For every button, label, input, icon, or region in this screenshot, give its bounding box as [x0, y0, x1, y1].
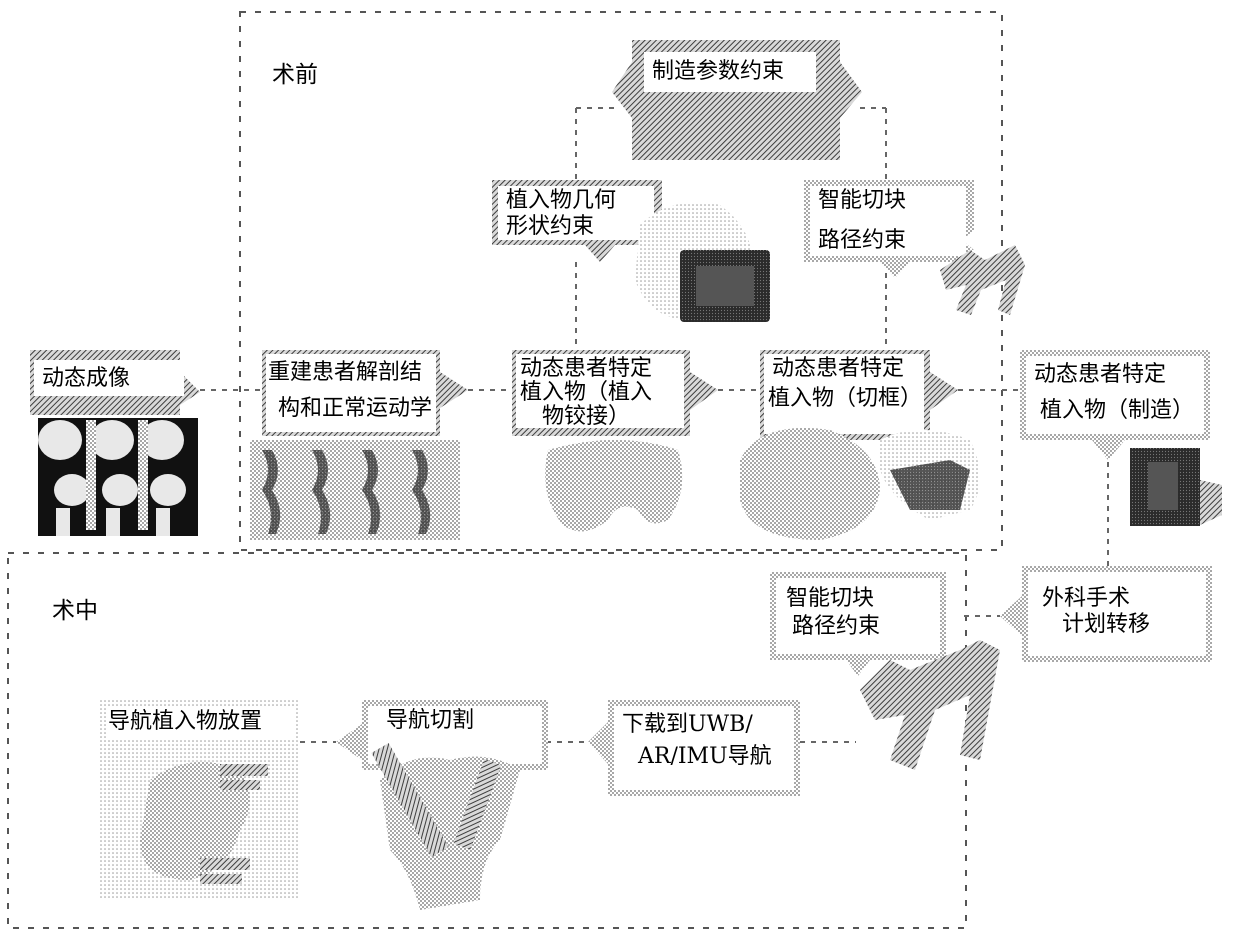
implant-geometry-image: [635, 203, 770, 323]
implant-mfg-label-1: 动态患者特定: [1034, 362, 1166, 388]
implant-mfg-label-2: 植入物（制造）: [1040, 398, 1194, 424]
cut-box-implant-image: [740, 428, 980, 540]
smart-block-top-label-1: 智能切块: [818, 188, 906, 214]
implant-geometry-label-2: 形状约束: [506, 214, 594, 240]
download-label-1: 下载到UWB/: [622, 712, 753, 738]
preop-section-label: 术前: [272, 62, 318, 88]
reconstruct-label-2: 构和正常运动学: [278, 396, 432, 422]
manufactured-implant-image: [1130, 448, 1222, 526]
femoral-implant-image: [545, 440, 682, 531]
implant-hinge-label-3: 物铰接）: [542, 404, 630, 430]
navigated-cut-label: 导航切割: [386, 708, 474, 734]
manufacturing-constraints-box: [612, 40, 862, 160]
navigated-cut-image: [371, 743, 520, 910]
plan-transfer-label-1: 外科手术: [1042, 586, 1130, 612]
implant-hinge-label-2: 植入物（植入: [520, 380, 652, 406]
dynamic-imaging-label: 动态成像: [42, 366, 130, 392]
manufacturing-constraints-label: 制造参数约束: [652, 59, 784, 85]
smart-block-bottom-label-2: 路径约束: [792, 614, 880, 640]
implant-hinge-label-1: 动态患者特定: [520, 356, 652, 382]
implant-geometry-label-1: 植入物几何: [506, 188, 616, 214]
intraop-section-label: 术中: [52, 598, 98, 624]
download-label-2: AR/IMU导航: [638, 744, 772, 770]
knee-sequence-image: [250, 440, 460, 540]
plan-transfer-label-2: 计划转移: [1062, 612, 1150, 638]
reconstruct-label-1: 重建患者解剖结: [268, 360, 422, 386]
implant-box-label-1: 动态患者特定: [772, 356, 904, 382]
smart-block-top-label-2: 路径约束: [818, 228, 906, 254]
smart-block-bottom-label-1: 智能切块: [786, 586, 874, 612]
xray-image: [38, 418, 198, 536]
navigated-placement-label: 导航植入物放置: [108, 709, 262, 735]
implant-box-label-2: 植入物（切框）: [768, 386, 922, 412]
